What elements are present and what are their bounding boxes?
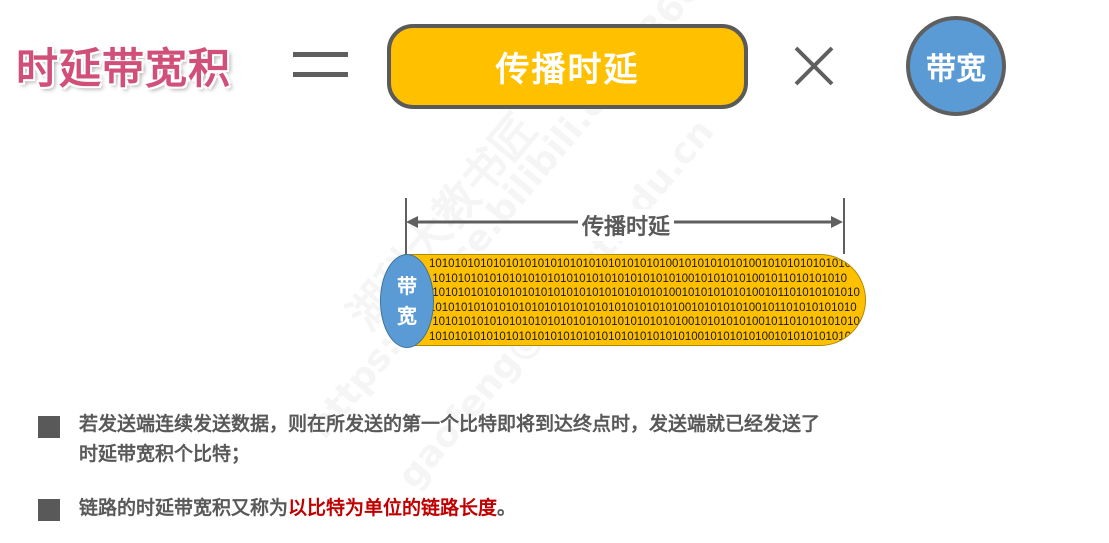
propagation-delay-arrow-label: 传播时延 <box>578 209 675 241</box>
bandwidth-circle: 带宽 <box>906 16 1006 116</box>
bit-row: 1010101010101010101010101010101010101010… <box>429 301 857 314</box>
bullet-square-icon <box>38 416 60 438</box>
propagation-delay-label: 传播时延 <box>495 50 640 90</box>
link-tube: 1010101010101010101010101010101010101001… <box>404 254 866 346</box>
bandwidth-ellipse-char: 带 <box>397 274 417 298</box>
bullet-square-icon <box>38 499 60 521</box>
bullet-1-line-2: 时延带宽积个比特； <box>79 443 251 465</box>
bandwidth-ellipse: 带 宽 <box>380 254 434 348</box>
bullet-2: 链路的时延带宽积又称为以比特为单位的链路长度。 <box>79 494 516 522</box>
multiply-icon <box>794 46 834 86</box>
bullet-2-text: 链路的时延带宽积又称为 <box>79 497 289 519</box>
bullet-1-line-1: 若发送端连续发送数据，则在所发送的第一个比特即将到达终点时，发送端就已经发送了 <box>79 413 821 435</box>
delay-bandwidth-product-title: 时延带宽积 <box>16 44 232 93</box>
bit-row: 1010101010101010101010101010101010101001… <box>429 287 860 299</box>
bit-stream: 1010101010101010101010101010101010101001… <box>429 257 866 344</box>
propagation-delay-box: 传播时延 <box>387 24 748 109</box>
bullet-2-highlight: 以比特为单位的链路长度 <box>288 497 498 519</box>
bandwidth-ellipse-char: 宽 <box>397 304 417 328</box>
bullet-2-period: 。 <box>497 497 517 519</box>
bit-row: 1010101010101010101010101010101010101010… <box>429 272 848 285</box>
arrow-right-boundary <box>843 198 845 254</box>
bit-row: 1010101010101010101010101010101010101001… <box>429 258 858 270</box>
bandwidth-label: 带宽 <box>926 52 986 87</box>
bit-row: 1010101010101010101010101010101010101010… <box>429 316 866 328</box>
arrow-left-boundary <box>405 198 407 256</box>
equals-sign <box>293 52 348 80</box>
bit-row: 1010101010101010101010101010101010101010… <box>429 330 864 343</box>
